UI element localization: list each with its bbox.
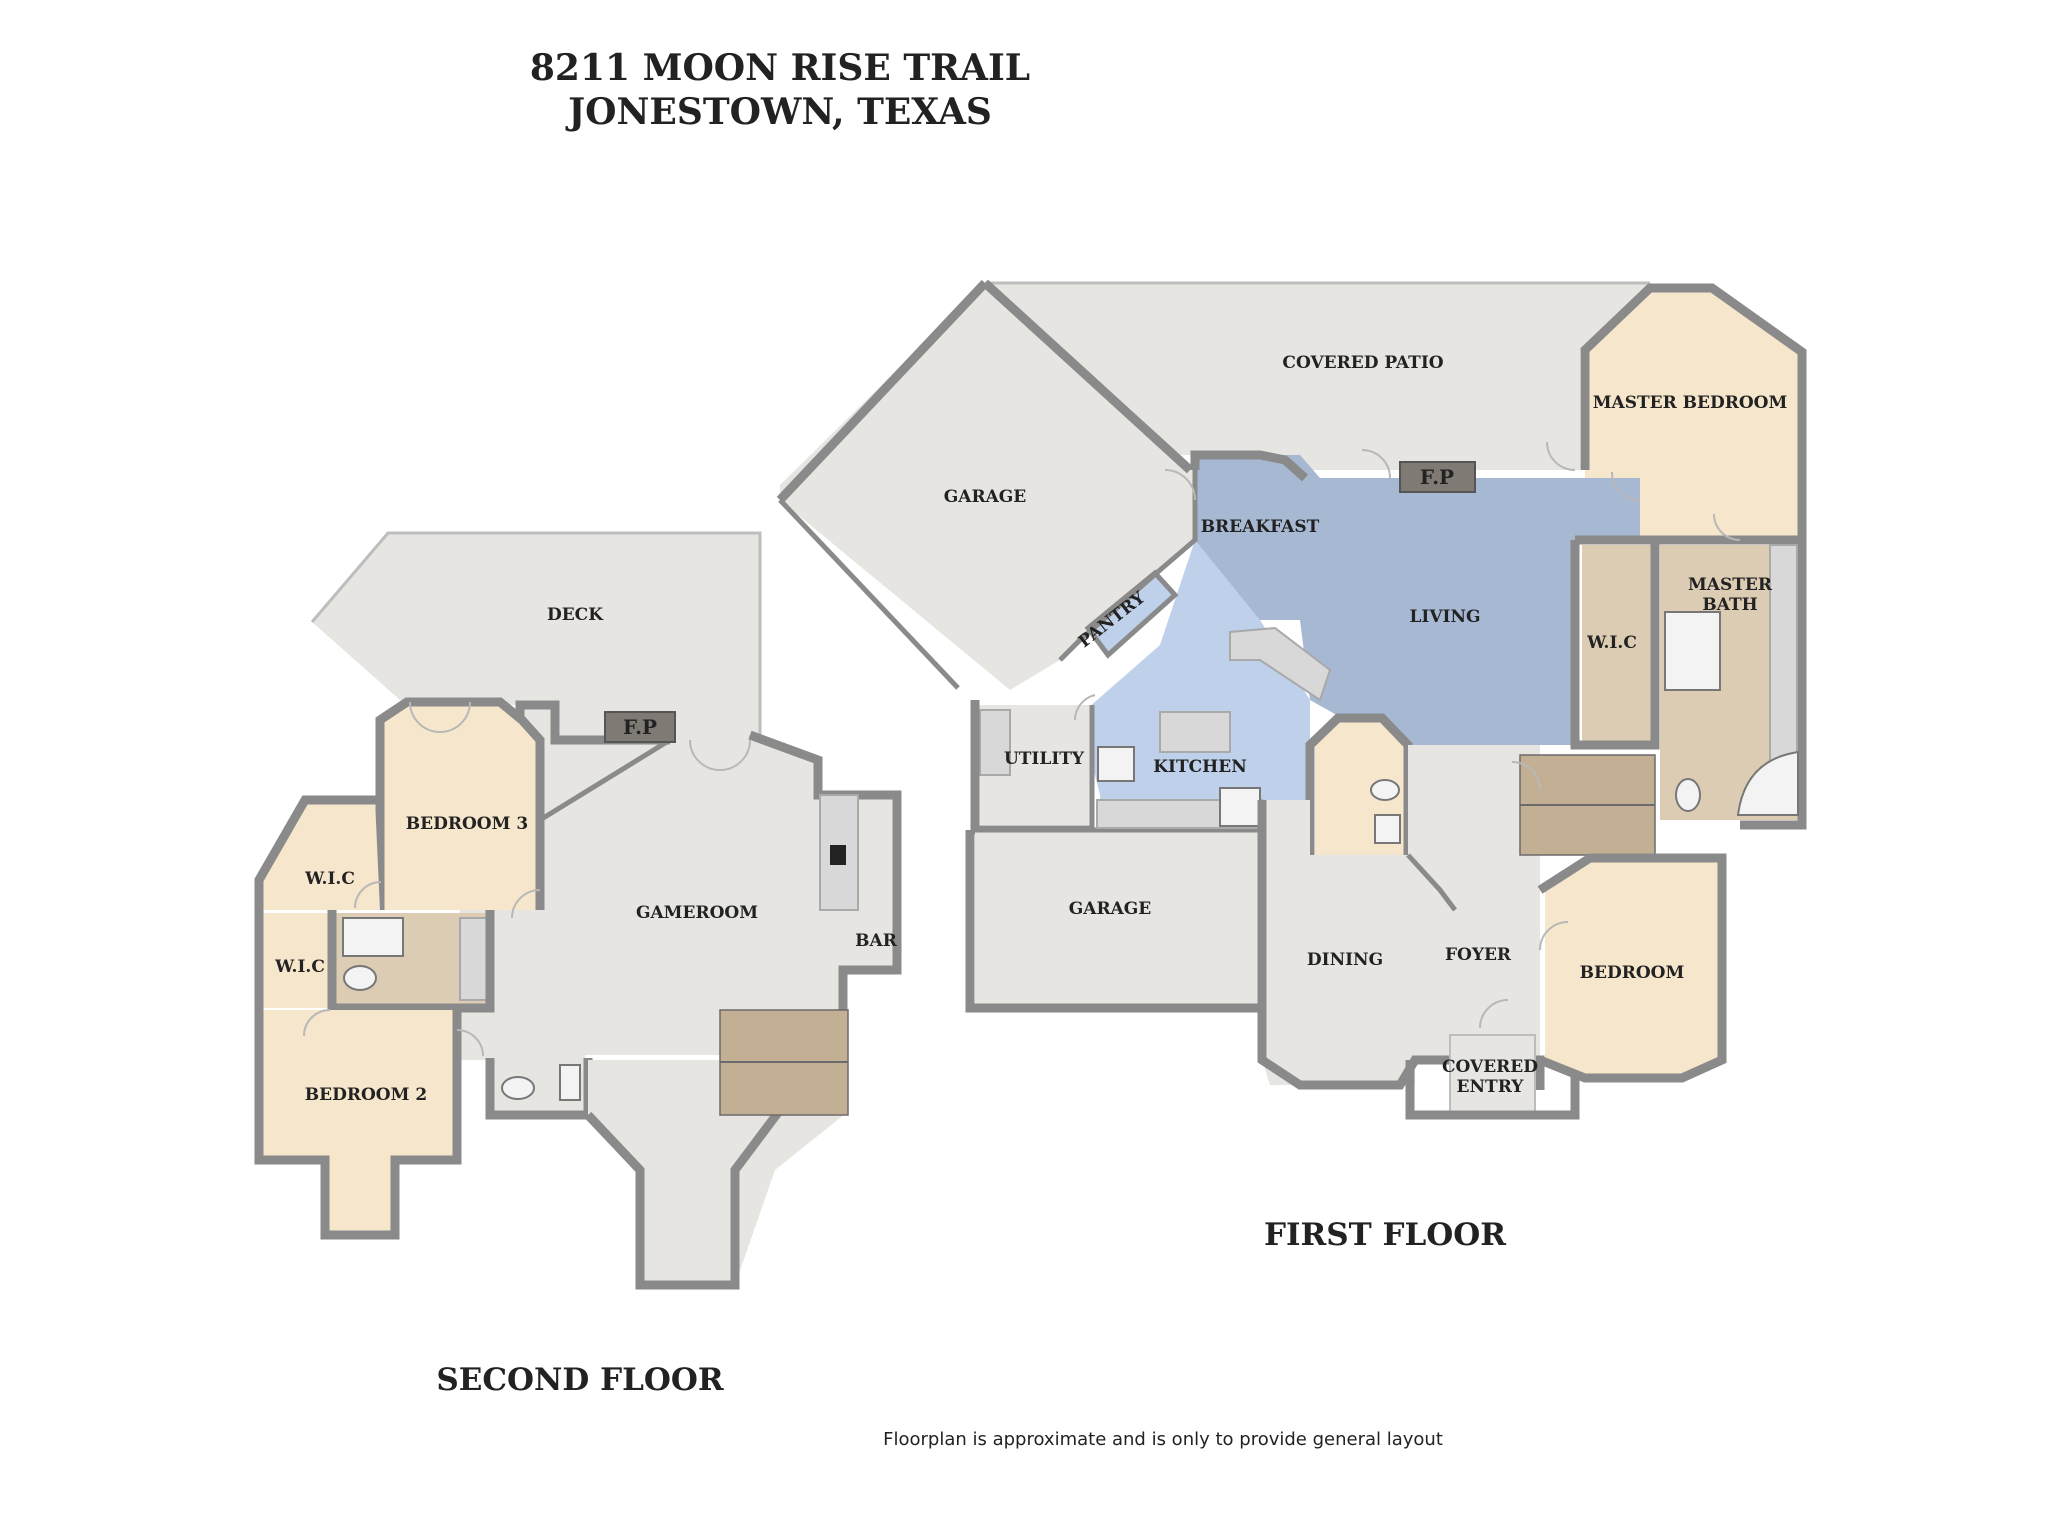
label-bedroom-3: BEDROOM 3 [406, 814, 528, 834]
stair-hall-area [588, 1060, 850, 1285]
first-floor-label: FIRST FLOOR [1264, 1217, 1506, 1253]
label-living: LIVING [1409, 607, 1480, 627]
label-foyer: FOYER [1445, 945, 1512, 965]
label-kitchen: KITCHEN [1153, 757, 1246, 777]
label-wic-bottom: W.I.C [274, 957, 325, 977]
wic-top-area [262, 800, 380, 910]
label-utility: UTILITY [1004, 749, 1085, 769]
dining-area [1262, 745, 1540, 1085]
second-floor: F.P [254, 531, 902, 1290]
first-floor-stairs [1519, 754, 1656, 856]
second-floor-label: SECOND FLOOR [436, 1362, 724, 1398]
label-wic-first-floor: W.I.C [1586, 633, 1637, 653]
label-covered-patio: COVERED PATIO [1282, 353, 1443, 373]
address-line-2: JONESTOWN, TEXAS [565, 91, 992, 133]
pantry-area [1088, 573, 1175, 655]
first-floor: F.P [776, 279, 1807, 1120]
bedroom-area [1545, 860, 1720, 1075]
label-bar: BAR [855, 931, 898, 951]
covered-entry-area [1449, 1034, 1536, 1116]
label-deck: DECK [547, 605, 604, 625]
label-wic-top: W.I.C [304, 869, 355, 889]
covered-patio-area [985, 283, 1650, 470]
gameroom-area [460, 705, 895, 1060]
garage-bottom-area [975, 830, 1262, 1008]
address-line-1: 8211 MOON RISE TRAIL [530, 47, 1030, 89]
label-bedroom-2: BEDROOM 2 [305, 1085, 427, 1105]
deck-area [312, 533, 760, 740]
label-bedroom: BEDROOM [1580, 963, 1685, 983]
second-floor-stairs [719, 1009, 849, 1116]
label-master-bedroom: MASTER BEDROOM [1593, 393, 1788, 413]
wic-bottom-area [262, 913, 330, 1008]
first-floor-fireplace-label: F.P [1420, 465, 1454, 489]
disclaimer-note: Floorplan is approximate and is only to … [883, 1429, 1443, 1450]
second-floor-fireplace [604, 711, 676, 743]
label-dining: DINING [1307, 950, 1383, 970]
label-master-bath-2: BATH [1702, 595, 1757, 615]
label-covered-entry-2: ENTRY [1457, 1077, 1525, 1097]
label-master-bath-1: MASTER [1688, 575, 1773, 595]
first-floor-fireplace [1399, 461, 1476, 493]
second-floor-fireplace-label: F.P [623, 715, 657, 739]
label-gameroom: GAMEROOM [636, 903, 758, 923]
label-garage-bottom: GARAGE [1069, 899, 1152, 919]
bedroom-3-area [380, 702, 540, 910]
wic-first-floor-area [1582, 545, 1655, 745]
label-breakfast: BREAKFAST [1201, 517, 1320, 537]
bedroom-2-area [262, 1010, 455, 1232]
label-garage-top: GARAGE [944, 487, 1027, 507]
label-covered-entry-1: COVERED [1442, 1057, 1538, 1077]
living-area [1195, 455, 1640, 745]
master-bedroom-area [1585, 288, 1800, 540]
kitchen-area [1080, 540, 1310, 800]
